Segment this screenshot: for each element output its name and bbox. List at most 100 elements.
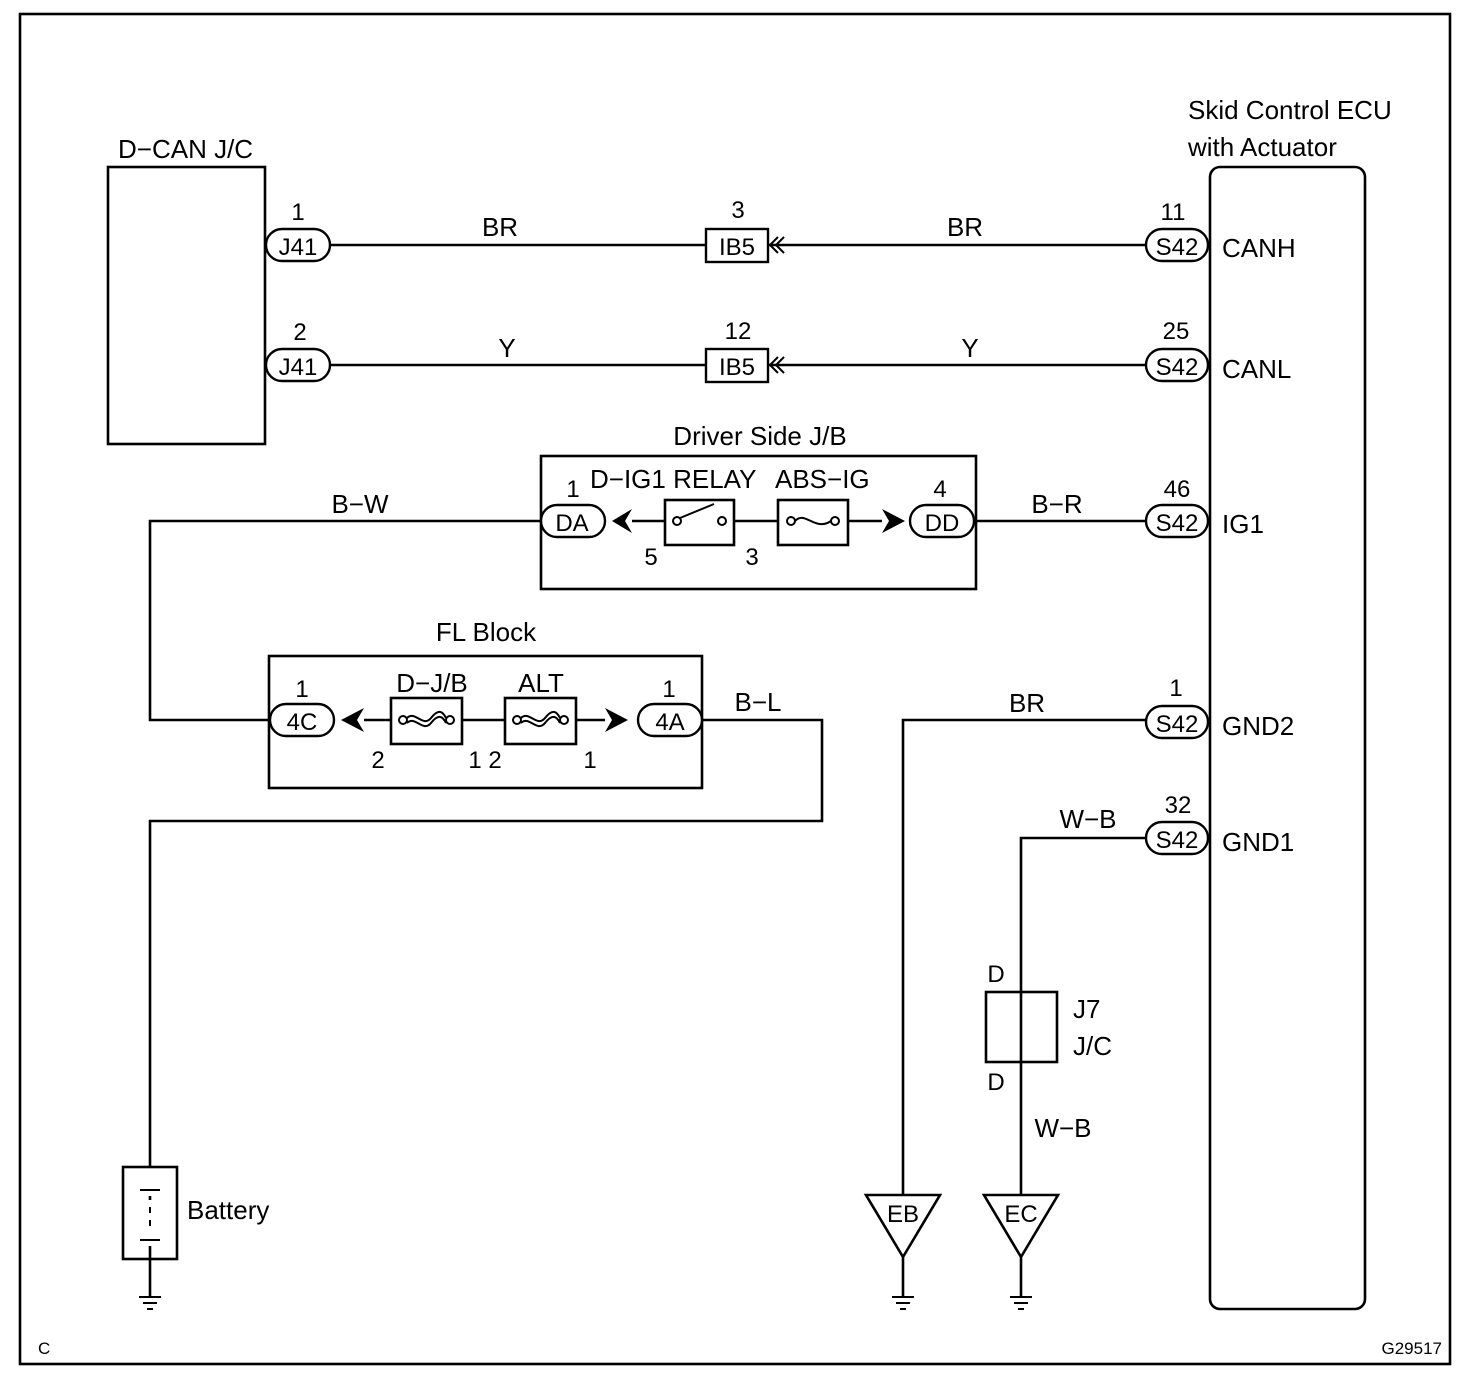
pin-relay-3: 3 (745, 544, 758, 571)
wire-color-canh-left: BR (482, 212, 518, 242)
alt-fusible-link (503, 696, 578, 746)
svg-text:DD: DD (925, 510, 960, 537)
svg-text:EB: EB (887, 1201, 919, 1228)
dcan-jc-block: D−CAN J/C (106, 134, 267, 446)
svg-text:IB5: IB5 (719, 354, 755, 381)
j7-label: J7 (1073, 994, 1100, 1024)
battery-label: Battery (187, 1195, 269, 1225)
wire-color-b-r: B−R (1031, 489, 1082, 519)
jc-label: J/C (1073, 1031, 1112, 1061)
pin-j41-2: 2 (293, 319, 306, 346)
chevron-icon (768, 236, 785, 254)
pin-da-1: 1 (566, 476, 579, 503)
svg-text:J41: J41 (279, 234, 318, 261)
connector-j41-canl (264, 347, 332, 383)
svg-text:S42: S42 (1156, 827, 1199, 854)
skid-control-ecu: Skid Control ECU with Actuator CANH CANL… (1187, 95, 1392, 1311)
connector-s42-ig1 (1144, 503, 1210, 539)
chevron-icon (768, 356, 785, 374)
terminal-canl: CANL (1222, 354, 1291, 384)
svg-text:S42: S42 (1156, 354, 1199, 381)
ecu-label-line1: Skid Control ECU (1188, 95, 1392, 125)
connector-s42-gnd2 (1144, 704, 1210, 740)
pin-j7-top: D (987, 961, 1004, 988)
pin-ib5-12: 12 (725, 318, 752, 345)
figure-id: G29517 (1382, 1339, 1443, 1358)
arrow-left-icon (341, 708, 364, 732)
battery-circuit: B−L Battery (121, 687, 824, 1310)
pin-alt-1: 1 (583, 747, 596, 774)
ecu-label-line2: with Actuator (1187, 132, 1337, 162)
pin-relay-5: 5 (644, 544, 657, 571)
abs-ig-fuse (776, 498, 850, 547)
pin-dj-b-1: 1 (468, 747, 481, 774)
abs-ig-label: ABS−IG (775, 464, 870, 494)
ground-icon (892, 1296, 914, 1310)
wire-color-b-w: B−W (331, 489, 389, 519)
svg-text:4A: 4A (655, 709, 684, 736)
arrow-right-icon (605, 708, 628, 732)
footer-code: C (38, 1339, 50, 1358)
connector-4c (268, 702, 336, 738)
svg-text:4C: 4C (287, 709, 318, 736)
pin-s42-32: 32 (1165, 792, 1192, 819)
svg-text:J41: J41 (279, 354, 318, 381)
connector-ib5-canl (704, 347, 770, 384)
wire-color-b-l: B−L (735, 687, 782, 717)
diagram-frame (18, 12, 1452, 1366)
alt-label: ALT (518, 668, 564, 698)
dcan-jc-label: D−CAN J/C (118, 134, 253, 164)
svg-text:IB5: IB5 (719, 234, 755, 261)
ig1-circuit: B−R S42 46 B−W (148, 476, 1210, 722)
connector-j41-canh (264, 227, 332, 263)
svg-text:S42: S42 (1156, 234, 1199, 261)
pin-4c-1: 1 (295, 676, 308, 703)
svg-text:EC: EC (1004, 1201, 1037, 1228)
gnd1-circuit: W−B S42 32 D D J7 J/C W−B EC (981, 792, 1210, 1310)
svg-text:DA: DA (555, 510, 588, 537)
terminal-gnd2: GND2 (1222, 711, 1294, 741)
dj-b-fusible-link (389, 696, 464, 746)
canl-circuit: J41 2 Y IB5 12 Y S42 25 (264, 318, 1210, 384)
pin-s42-1: 1 (1169, 675, 1182, 702)
fl-block: FL Block D−J/B ALT 4C 1 4A 1 2 1 2 1 (267, 617, 704, 790)
pin-4a-1: 1 (662, 676, 675, 703)
gnd2-circuit: BR S42 1 EB (863, 675, 1210, 1310)
dj-b-label: D−J/B (396, 668, 468, 698)
connector-s42-canh (1144, 227, 1210, 263)
driver-jb-label: Driver Side J/B (673, 421, 846, 451)
connector-s42-gnd1 (1144, 820, 1210, 856)
ground-point-eb (863, 1193, 943, 1260)
svg-text:S42: S42 (1156, 711, 1199, 738)
wire-color-gnd1-top: W−B (1059, 804, 1116, 834)
pin-s42-46: 46 (1164, 476, 1191, 503)
pin-j41-1: 1 (291, 199, 304, 226)
relay-switch (663, 498, 736, 547)
pin-dd-4: 4 (933, 476, 946, 503)
arrow-left-icon (612, 509, 632, 533)
arrow-right-icon (882, 509, 905, 533)
terminal-gnd1: GND1 (1222, 827, 1294, 857)
pin-s42-25: 25 (1163, 318, 1190, 345)
wire-color-canl-left: Y (498, 333, 515, 363)
connector-ib5-canh (704, 227, 770, 264)
fl-block-label: FL Block (436, 617, 537, 647)
pin-j7-bottom: D (987, 1069, 1004, 1096)
wire-color-canl-right: Y (961, 333, 978, 363)
ground-icon (1010, 1296, 1032, 1310)
wire-color-gnd2: BR (1009, 688, 1045, 718)
relay-label: D−IG1 RELAY (590, 464, 756, 494)
connector-s42-canl (1144, 347, 1210, 383)
wire-color-gnd1-bottom: W−B (1034, 1113, 1091, 1143)
driver-side-jb: Driver Side J/B D−IG1 RELAY ABS−IG DA 1 … (539, 421, 978, 591)
svg-text:S42: S42 (1156, 510, 1199, 537)
pin-alt-2: 2 (488, 747, 501, 774)
ground-icon (139, 1296, 161, 1310)
terminal-canh: CANH (1222, 233, 1296, 263)
pin-dj-b-2: 2 (371, 747, 384, 774)
pin-s42-11: 11 (1161, 199, 1186, 226)
pin-ib5-3: 3 (731, 197, 744, 224)
ground-point-ec (981, 1193, 1061, 1260)
canh-circuit: J41 1 BR IB5 3 BR S42 11 (264, 197, 1210, 264)
